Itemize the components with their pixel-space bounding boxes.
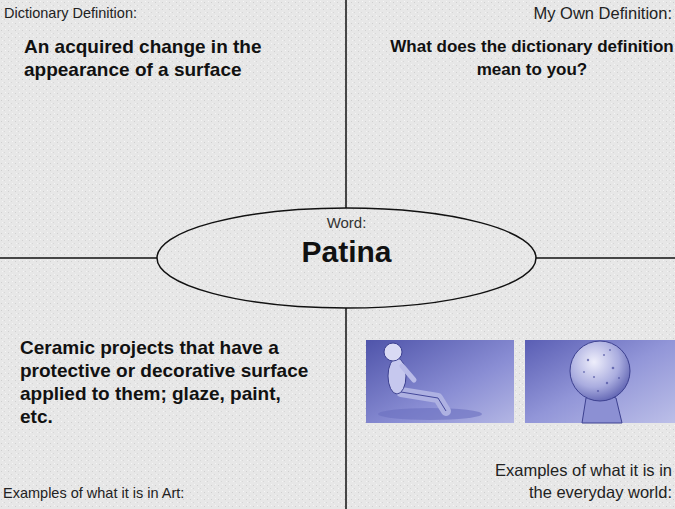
figure-legs bbox=[401, 392, 446, 411]
example-text: Ceramic projects that have a protective … bbox=[20, 336, 312, 428]
everyday-examples-quadrant: Examples of what it is in the everyday w… bbox=[347, 309, 675, 509]
shadow bbox=[378, 408, 482, 420]
photo-ground bbox=[366, 340, 514, 423]
figure-legs-edge bbox=[401, 392, 446, 411]
ellipse-shape bbox=[157, 208, 536, 308]
figure-head bbox=[384, 343, 402, 361]
dictionary-quadrant: Dictionary Definition: An acquired change… bbox=[0, 0, 346, 207]
word-heading: Word: bbox=[327, 213, 367, 232]
own-definition-quadrant: My Own Definition: What does the dictiona… bbox=[347, 0, 675, 207]
photo-seated-figure bbox=[366, 340, 514, 423]
photo-figure-head bbox=[525, 340, 675, 423]
photo-ground bbox=[525, 340, 675, 423]
quadrant-heading: My Own Definition: bbox=[534, 4, 672, 23]
word-ellipse: Word: Patina bbox=[156, 207, 537, 309]
quadrant-heading: Dictionary Definition: bbox=[4, 4, 346, 23]
quadrant-heading: Examples of what it is in the everyday w… bbox=[476, 459, 672, 503]
prompt-text: What does the dictionary definition mean… bbox=[387, 35, 675, 81]
quadrant-heading: Examples of what it is in Art: bbox=[3, 484, 346, 503]
definition-text: An acquired change in the appearance of … bbox=[24, 35, 316, 81]
word-text: Patina bbox=[301, 234, 391, 269]
art-examples-quadrant: Ceramic projects that have a protective … bbox=[0, 309, 346, 509]
figure-torso bbox=[388, 358, 406, 394]
figure-arm bbox=[402, 366, 414, 380]
figure-head bbox=[570, 341, 630, 401]
speckles bbox=[583, 349, 620, 392]
